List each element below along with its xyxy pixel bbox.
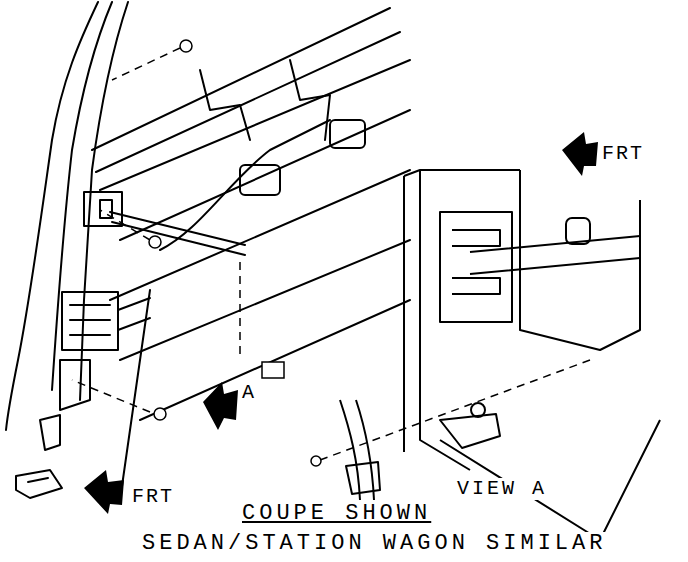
door-frame (100, 60, 410, 190)
leader-line (72, 380, 150, 412)
nut (311, 456, 321, 466)
door-edge (80, 2, 128, 400)
upper-hinge (84, 192, 122, 226)
panel-opening (240, 165, 280, 195)
pillar (403, 176, 405, 452)
leader-line (239, 262, 241, 360)
panel (520, 170, 640, 350)
leader-line (320, 360, 590, 460)
weatherstrip (346, 462, 380, 494)
body-hole (566, 218, 590, 244)
view-arrow (203, 382, 238, 430)
door-lower (40, 415, 60, 450)
panel-opening (330, 120, 365, 148)
leader-lines (72, 48, 590, 460)
lower-hinge (60, 360, 90, 410)
door-body (6, 2, 410, 500)
view-a-detail (340, 170, 660, 540)
caption-line: SEDAN/STATION WAGON SIMILAR (140, 532, 608, 556)
hinge-plate (452, 230, 500, 294)
pillar (404, 170, 520, 176)
bracket (16, 470, 62, 498)
hinge-arm (470, 236, 640, 274)
hinge-plate (440, 212, 512, 322)
leader-line (100, 210, 150, 240)
hinge-rod (120, 290, 150, 500)
nut (180, 40, 192, 52)
bolt (262, 362, 284, 378)
view-callout: A (240, 382, 256, 404)
lower-hinge (70, 298, 150, 335)
check-link (110, 212, 245, 255)
view-title: VIEW A (455, 478, 549, 500)
door-frame (92, 8, 390, 150)
fasteners (149, 40, 321, 466)
leader-line (112, 48, 180, 80)
panel (440, 420, 660, 540)
front-arrow (84, 470, 124, 514)
front-arrow (562, 132, 598, 176)
inner-panel (110, 170, 410, 300)
weatherstrip (340, 400, 374, 500)
direction-label: FRT (130, 486, 176, 508)
inner-panel (200, 70, 250, 140)
caption-line: COUPE SHOWN (240, 502, 433, 526)
inner-panel (290, 60, 330, 140)
direction-label: FRT (600, 143, 646, 165)
door-frame (96, 32, 400, 172)
bracket (440, 414, 500, 448)
inner-panel (120, 110, 410, 240)
inner-panel (140, 300, 410, 420)
inner-panel (120, 240, 410, 360)
nut (149, 236, 161, 248)
nut (154, 408, 166, 420)
